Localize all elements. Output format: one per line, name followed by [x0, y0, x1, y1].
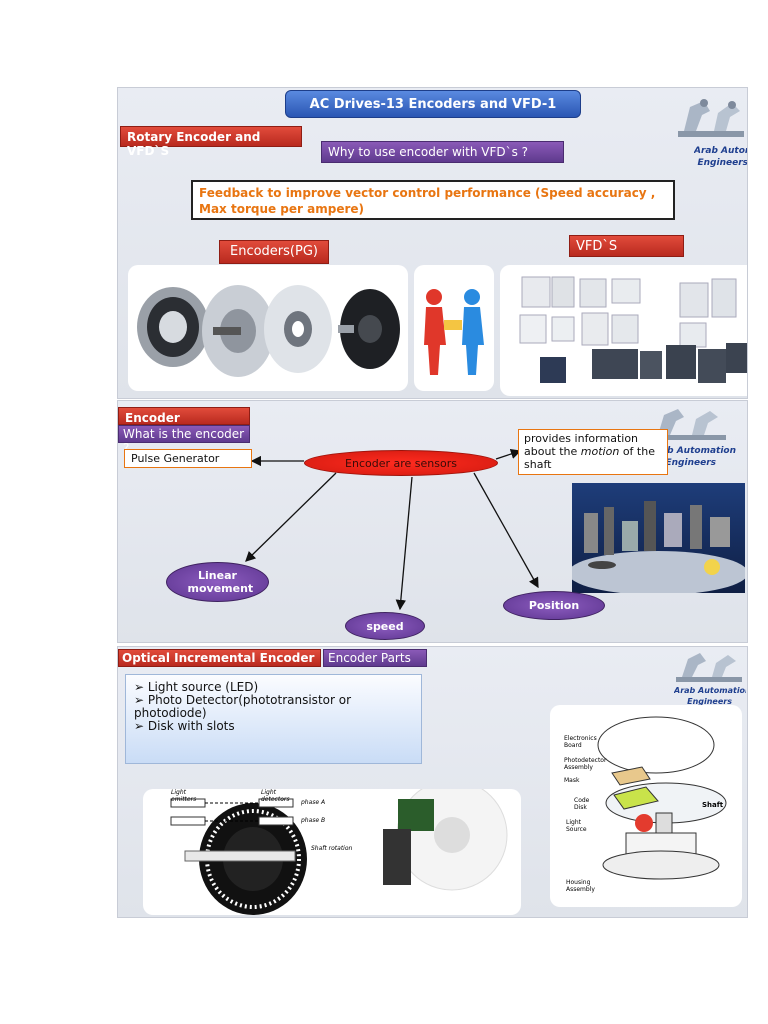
logo: Arab Automation Engineers — [676, 93, 748, 171]
position-ellipse: Position — [503, 591, 605, 620]
section-tag: Optical Incremental Encoder — [118, 649, 321, 667]
logo-line1: Arab Automation — [674, 686, 746, 695]
encoder-diagram-panel: Light emitters Light detectors phase A p… — [143, 779, 521, 915]
vfd-image — [519, 276, 747, 383]
parts-list-item: Light source (LED) — [134, 681, 413, 694]
section-tag: Encoder — [118, 407, 250, 425]
encoders-image — [137, 285, 400, 377]
slide-optical-encoder: Optical Incremental Encoder Encoder Part… — [117, 646, 748, 918]
linear-movement-ellipse: Linear movement — [166, 562, 269, 602]
label-light-emitters: Light emitters — [171, 789, 197, 803]
encoders-label: Encoders(PG) — [219, 240, 329, 264]
logo-line2: Engineers — [665, 458, 717, 468]
label-photodetector: Photodetector Assembly — [564, 757, 607, 771]
robot-arm-icon — [676, 653, 742, 682]
parts-list: Light source (LED) Photo Detector(photot… — [134, 681, 413, 733]
logo-line1: Arab Automation — [649, 446, 736, 456]
sensors-image — [568, 483, 747, 595]
label-code-disk: Code Disk — [574, 797, 590, 811]
slide-rotary-encoder-vfd: AC Drives-13 Encoders and VFD-1 Rotary E… — [117, 87, 748, 399]
handshake-icon — [424, 289, 484, 375]
parts-list-item: Disk with slots — [134, 720, 413, 733]
robot-arm-icon — [678, 99, 744, 137]
question-tag: What is the encoder ? — [118, 425, 250, 455]
question-tag: Why to use encoder with VFD`s ? — [321, 141, 564, 163]
encoder-assembly-diagram — [597, 716, 727, 880]
parts-list-box: Light source (LED) Photo Detector(photot… — [125, 674, 422, 764]
encoders-image-panel — [128, 265, 408, 391]
feedback-box: Feedback to improve vector control perfo… — [191, 180, 675, 220]
label-light-detectors: Light detectors — [261, 789, 290, 803]
encoder-disk-diagram — [170, 779, 508, 915]
speed-ellipse: speed — [345, 612, 425, 640]
label-phase-b: phase B — [301, 817, 326, 824]
label-shaft: Shaft — [702, 801, 724, 809]
label-housing: Housing Assembly — [566, 879, 595, 893]
section-tag: Rotary Encoder and VFD`S — [120, 126, 302, 158]
logo-line2: Engineers — [697, 158, 748, 168]
pulse-generator-box: Pulse Generator — [124, 449, 252, 468]
label-mask: Mask — [564, 777, 580, 784]
label-phase-a: phase A — [301, 799, 326, 806]
label-shaft-rotation: Shaft rotation — [311, 845, 353, 852]
encoder-assembly-panel: Electronics Board Photodetector Assembly… — [550, 705, 742, 907]
parts-list-item: Photo Detector(phototransistor or photod… — [134, 694, 413, 720]
sensors-photo — [568, 501, 747, 595]
handshake-image-panel — [414, 265, 494, 391]
info-box: provides information about the motion of… — [518, 429, 668, 475]
logo: Arab Automation Engineers — [648, 405, 736, 471]
label-electronics: Electronics Board — [564, 735, 597, 749]
label-light-source: Light Source — [566, 819, 587, 833]
logo-line1: Arab Automation — [694, 146, 747, 156]
vfd-image-panel — [500, 265, 747, 396]
slide-what-is-encoder: Encoder What is the encoder ? Arab Autom… — [117, 400, 748, 643]
logo-line2: Engineers — [687, 697, 732, 706]
relation-arrows — [245, 448, 539, 611]
parts-tag: Encoder Parts — [323, 649, 427, 667]
logo: Arab Automation Engineers — [674, 649, 746, 707]
center-ellipse: Encoder are sensors — [304, 450, 498, 476]
slide-title: AC Drives-13 Encoders and VFD-1 — [285, 90, 581, 118]
robot-arm-icon — [650, 409, 726, 440]
vfd-label: VFD`S — [569, 235, 684, 257]
